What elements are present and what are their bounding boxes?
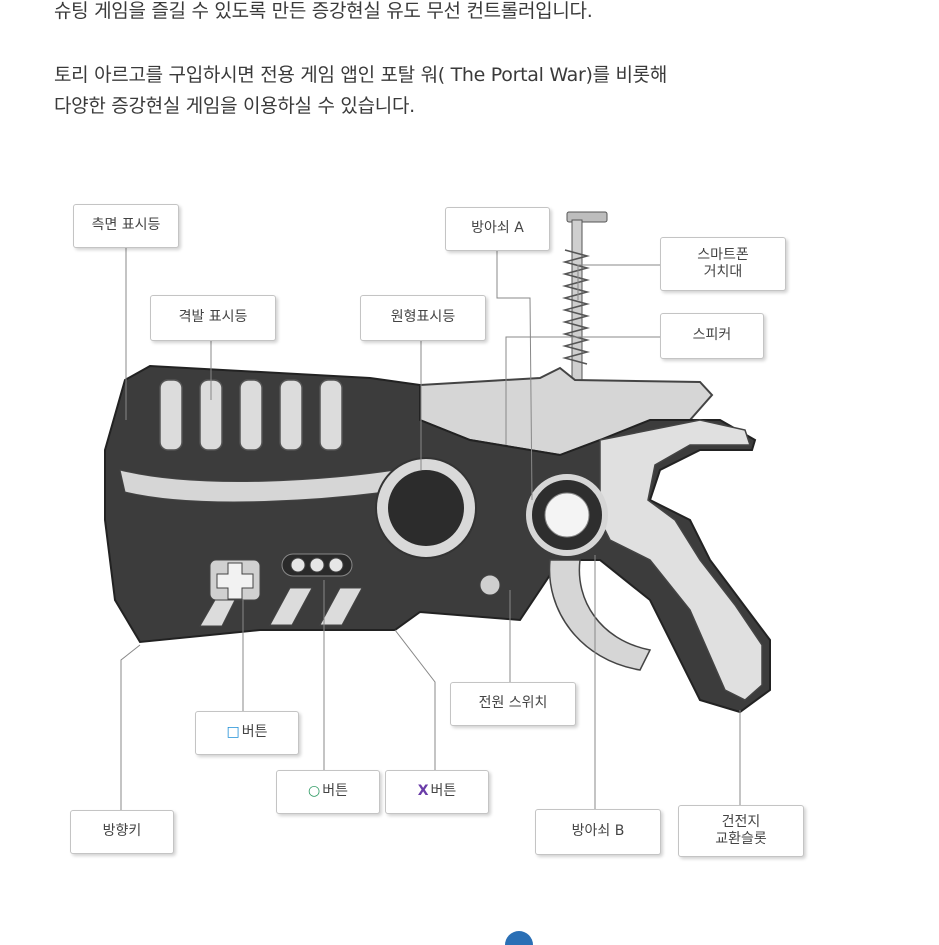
square-symbol: □	[227, 724, 240, 742]
label-square-button: □ 버튼	[195, 711, 299, 755]
label-trigger-a: 방아쇠 A	[445, 207, 550, 251]
x-button-text: 버튼	[431, 783, 457, 801]
label-x-button: X 버튼	[385, 770, 489, 814]
label-phone-holder-line1: 스마트폰	[697, 247, 749, 265]
label-side-led: 측면 표시등	[73, 204, 179, 248]
circle-symbol: ○	[308, 783, 320, 801]
circle-button-text: 버튼	[322, 783, 348, 801]
square-button-text: 버튼	[242, 724, 268, 742]
label-circle-button: ○ 버튼	[276, 770, 380, 814]
phone-holder	[565, 212, 607, 396]
label-battery-slot: 건전지 교환슬롯	[678, 805, 804, 857]
x-symbol: X	[418, 783, 429, 801]
label-power-switch: 전원 스위치	[450, 682, 576, 726]
label-trigger-b: 방아쇠 B	[535, 809, 661, 855]
label-phone-holder: 스마트폰 거치대	[660, 237, 786, 291]
label-dpad: 방향키	[70, 810, 174, 854]
label-round-led: 원형표시등	[360, 295, 486, 341]
label-battery-line2: 교환슬롯	[715, 831, 767, 849]
label-phone-holder-line2: 거치대	[704, 264, 743, 282]
face-buttons	[282, 554, 352, 576]
label-speaker: 스피커	[660, 313, 764, 359]
label-fire-led: 격발 표시등	[150, 295, 276, 341]
label-battery-line1: 건전지	[722, 814, 761, 832]
power-switch	[480, 575, 500, 595]
dpad-icon	[210, 560, 260, 600]
